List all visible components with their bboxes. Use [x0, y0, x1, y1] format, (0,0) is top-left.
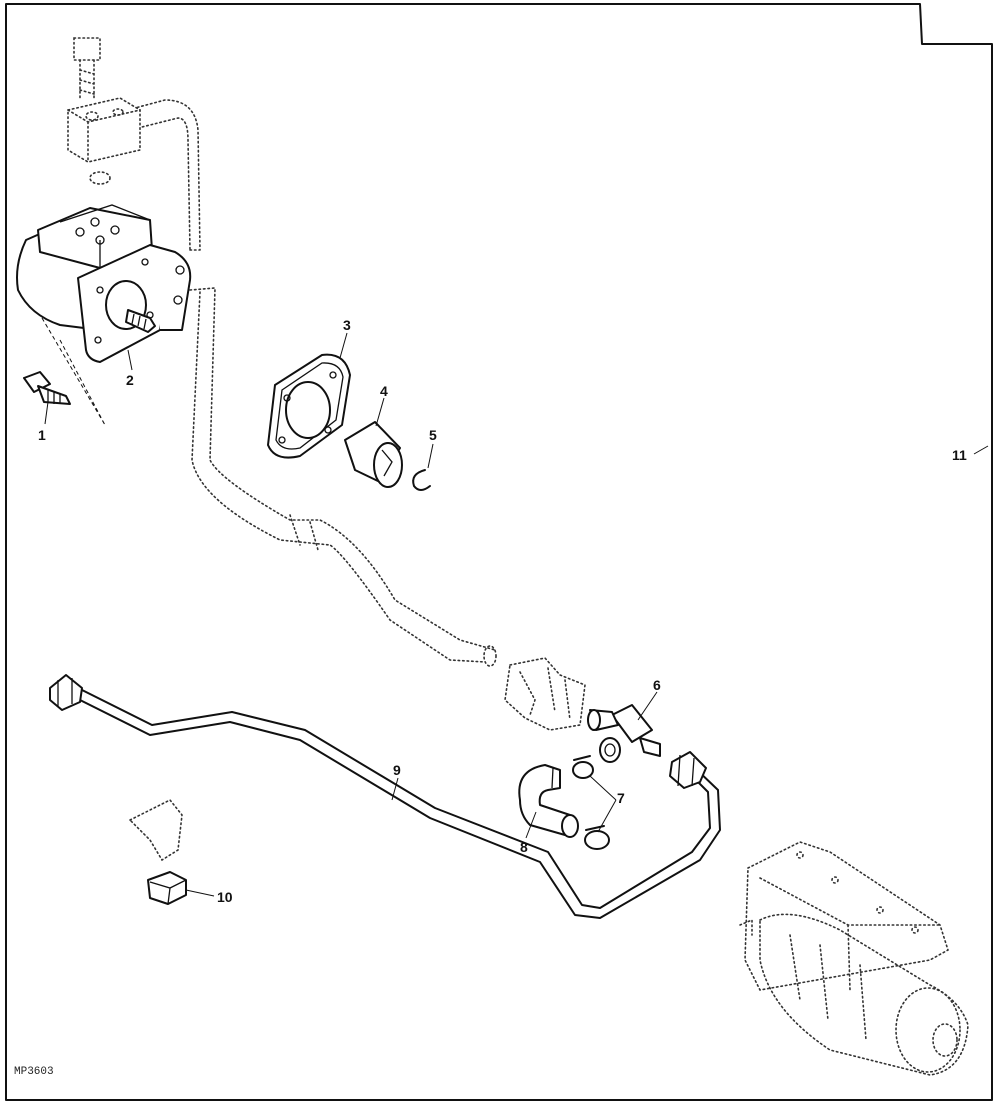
snap-ring [412, 469, 431, 491]
elbow-dotted [504, 657, 586, 731]
hose-clamps [572, 755, 610, 850]
callout-11: 11 [952, 447, 967, 463]
tee-fitting [587, 704, 661, 763]
figure-code: MP3603 [14, 1066, 54, 1078]
callout-10: 10 [217, 889, 233, 905]
nut [128, 798, 187, 905]
mount-bracket-dotted [67, 97, 141, 185]
leader-lines [44, 332, 989, 897]
hose-elbow [518, 764, 579, 838]
callout-5: 5 [429, 427, 437, 443]
hydraulic-line [49, 674, 721, 919]
cap-screw [23, 371, 71, 405]
gasket [267, 353, 351, 459]
hydraulic-pump [16, 204, 192, 426]
callout-1: 1 [38, 427, 46, 443]
hose-dotted [119, 99, 496, 663]
coupling [344, 421, 403, 488]
motor-dotted [739, 841, 969, 1076]
callout-7: 7 [617, 790, 625, 806]
bolt-dotted [73, 37, 101, 99]
callout-4: 4 [380, 383, 388, 399]
callout-9: 9 [393, 762, 401, 778]
callout-6: 6 [653, 677, 661, 693]
page-border [5, 3, 993, 1101]
callout-8: 8 [520, 839, 528, 855]
callout-3: 3 [343, 317, 351, 333]
callout-2: 2 [126, 372, 134, 388]
